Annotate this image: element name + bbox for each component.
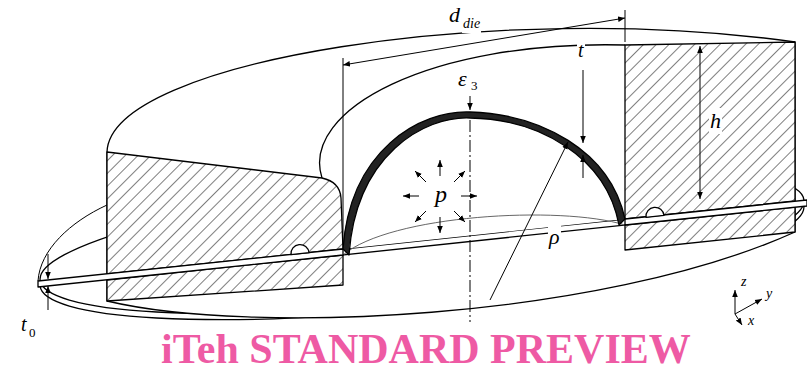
dimension-symbol: t [20, 312, 28, 336]
dimension-line [583, 155, 584, 178]
dimension-subscript: die [462, 16, 481, 33]
strain-subscript: 3 [470, 78, 479, 94]
dimension-symbol: t [577, 38, 585, 62]
extension-line [625, 10, 626, 42]
dimension-line [48, 254, 49, 279]
dimension-symbol: d [448, 2, 461, 28]
upper-die-section [625, 42, 795, 219]
pressure-symbol: p [434, 180, 448, 209]
dimension-line [48, 286, 49, 310]
radius-symbol: ρ [548, 224, 561, 250]
pressure-arrows [403, 160, 477, 233]
watermark: iTeh STANDARD PREVIEW [160, 328, 692, 370]
strain-symbol: ε [457, 66, 468, 92]
axis-arrow [735, 290, 736, 314]
axis-arrow [735, 314, 742, 325]
center-line [470, 120, 471, 322]
draw-bead [291, 245, 309, 255]
dimension-line [583, 70, 584, 143]
axis-label: z [740, 274, 747, 291]
flange-edge [38, 205, 107, 281]
dimension-symbol: h [709, 108, 722, 134]
leader-line [470, 96, 471, 110]
dimension-line [343, 18, 625, 65]
dome-base-edge [343, 215, 625, 255]
dimension-subscript: 0 [28, 325, 37, 341]
sheet-section [38, 249, 343, 287]
draw-bead [646, 207, 664, 217]
extension-line [343, 58, 344, 245]
axis-label: x [747, 313, 755, 330]
axis-arrow [735, 299, 762, 314]
axis-label: y [765, 286, 773, 303]
sheet-section [625, 200, 807, 225]
dimension-line [700, 46, 701, 199]
die-opening-edge [320, 45, 625, 178]
upper-die [107, 28, 795, 274]
radius-line [490, 142, 568, 300]
